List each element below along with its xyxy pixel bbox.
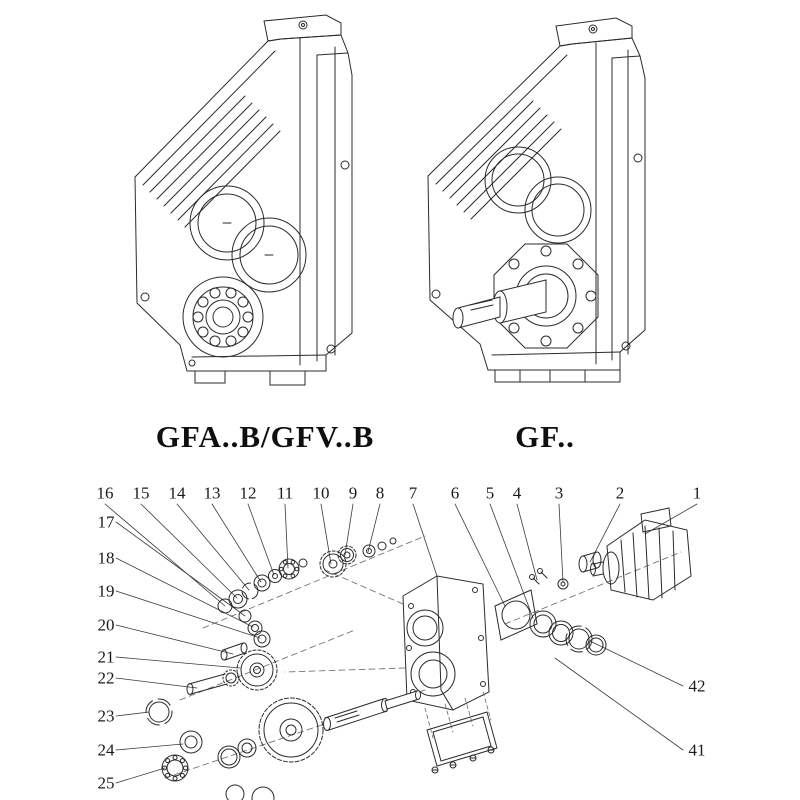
- part-number-3: 3: [554, 483, 564, 503]
- part-number-4: 4: [512, 483, 522, 503]
- gearbox-right-svg: [427, 17, 646, 383]
- gasket-and-rings: [494, 568, 607, 656]
- housing-body: [402, 575, 490, 711]
- right-output-shaft: [452, 279, 547, 329]
- part-number-41: 41: [688, 740, 706, 760]
- part-number-15: 15: [132, 483, 150, 503]
- part-number-42: 42: [688, 676, 706, 696]
- left-housing-outline: [134, 34, 353, 372]
- part-number-6: 6: [450, 483, 460, 503]
- output-gear-shaft: [217, 690, 421, 769]
- coupling-pinion: [578, 551, 602, 573]
- part-number-11: 11: [276, 483, 294, 503]
- part-number-13: 13: [203, 483, 221, 503]
- right-input-bores: [484, 146, 592, 244]
- part-number-23: 23: [97, 706, 115, 726]
- gearbox-right-drawing: [400, 8, 700, 398]
- intermediate-gear-parts: [186, 609, 278, 695]
- part-number-24: 24: [97, 740, 115, 760]
- part-number-17: 17: [97, 512, 115, 532]
- part-number-18: 18: [97, 548, 115, 568]
- part-number-20: 20: [97, 615, 115, 635]
- leader-lines-left: [115, 521, 261, 784]
- part-number-9: 9: [348, 483, 358, 503]
- gearbox-left-svg: [134, 14, 353, 386]
- part-number-19: 19: [97, 581, 115, 601]
- motor: [590, 507, 692, 601]
- part-number-12: 12: [239, 483, 257, 503]
- model-label-gf: GF..: [515, 419, 575, 454]
- input-shaft-parts: [217, 537, 397, 614]
- leader-lines-top: [104, 503, 698, 619]
- left-output-bearing: [182, 276, 264, 358]
- gearbox-left-drawing: [95, 5, 375, 405]
- part-number-22: 22: [97, 668, 115, 688]
- part-number-2: 2: [615, 483, 625, 503]
- leader-lines-right: [554, 640, 684, 751]
- right-housing-outline: [427, 37, 646, 371]
- exploded-view-drawing: [85, 478, 715, 800]
- part-number-16: 16: [96, 483, 114, 503]
- left-input-bores: [189, 185, 307, 293]
- part-number-7: 7: [408, 483, 418, 503]
- right-cooling-fins: [442, 100, 562, 220]
- model-label-gfab-gfvb: GFA..B/GFV..B: [155, 419, 375, 454]
- left-bolts-feet: [140, 160, 350, 386]
- part-number-21: 21: [97, 647, 115, 667]
- part-number-14: 14: [168, 483, 186, 503]
- part-number-1: 1: [692, 483, 702, 503]
- part-number-5: 5: [485, 483, 495, 503]
- part-number-10: 10: [312, 483, 330, 503]
- lower-left-rings: [145, 698, 203, 782]
- clipped-bottom-parts: [225, 784, 275, 800]
- part-number-25: 25: [97, 773, 115, 793]
- exploded-view-svg: [104, 503, 698, 800]
- left-cooling-fins: [149, 95, 281, 228]
- right-bolts-feet: [431, 153, 643, 383]
- part-number-8: 8: [375, 483, 385, 503]
- bottom-cover: [424, 691, 498, 774]
